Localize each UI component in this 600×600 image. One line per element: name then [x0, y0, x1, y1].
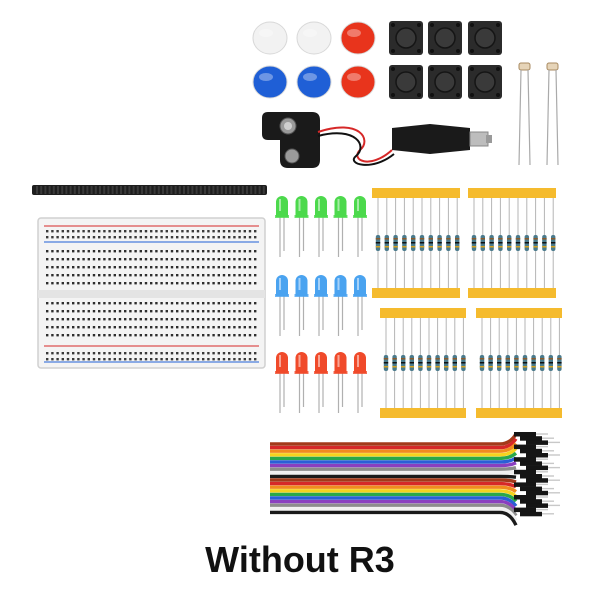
resistor-strip [380, 308, 466, 418]
button-cap [296, 21, 332, 55]
tactile-button [428, 65, 462, 99]
tactile-buttons [389, 21, 502, 99]
jumper-wire [270, 432, 548, 446]
jumper-wire-bundle [270, 432, 560, 526]
led [294, 352, 309, 413]
jumper-wire [270, 490, 560, 503]
tactile-button [389, 65, 423, 99]
led [353, 196, 367, 257]
button-cap [340, 65, 376, 99]
resistor-strip [372, 188, 460, 298]
jumper-wire [270, 457, 548, 468]
led [314, 352, 328, 413]
photoresistor [518, 62, 531, 166]
tactile-button [389, 21, 423, 55]
jumper-wire [270, 448, 554, 461]
caption: Without R3 [205, 539, 395, 580]
button-cap [252, 21, 288, 55]
photoresistors [518, 62, 559, 166]
pin-header [32, 185, 267, 195]
led [314, 275, 328, 336]
tactile-button [428, 21, 462, 55]
jumper-wire [270, 474, 554, 484]
led [275, 275, 289, 336]
led [294, 275, 309, 336]
jumper-wire [270, 461, 554, 471]
led [275, 352, 289, 413]
led [333, 196, 348, 257]
led [333, 352, 348, 413]
battery-clip [262, 112, 492, 168]
jumper-wire [270, 495, 548, 508]
resistor-strip [468, 188, 556, 298]
tactile-button [468, 21, 502, 55]
led [314, 196, 328, 257]
leds [275, 196, 367, 413]
led [353, 275, 367, 336]
breadboard [37, 217, 266, 369]
resistor-strips [372, 188, 562, 418]
jumper-wire [270, 482, 548, 494]
tactile-button [468, 65, 502, 99]
jumper-wire [270, 507, 548, 522]
led [294, 196, 309, 257]
button-caps [252, 21, 376, 99]
button-cap [296, 65, 332, 99]
button-cap [252, 65, 288, 99]
led [275, 196, 289, 257]
photoresistor [546, 62, 559, 166]
resistor-strip [476, 308, 562, 418]
jumper-wire [270, 444, 548, 457]
jumper-wire [270, 510, 554, 526]
jumper-wire [270, 503, 560, 517]
jumper-wire [270, 469, 548, 479]
jumper-wire [270, 436, 554, 450]
led [333, 275, 348, 336]
button-cap [340, 21, 376, 55]
led [353, 352, 367, 413]
